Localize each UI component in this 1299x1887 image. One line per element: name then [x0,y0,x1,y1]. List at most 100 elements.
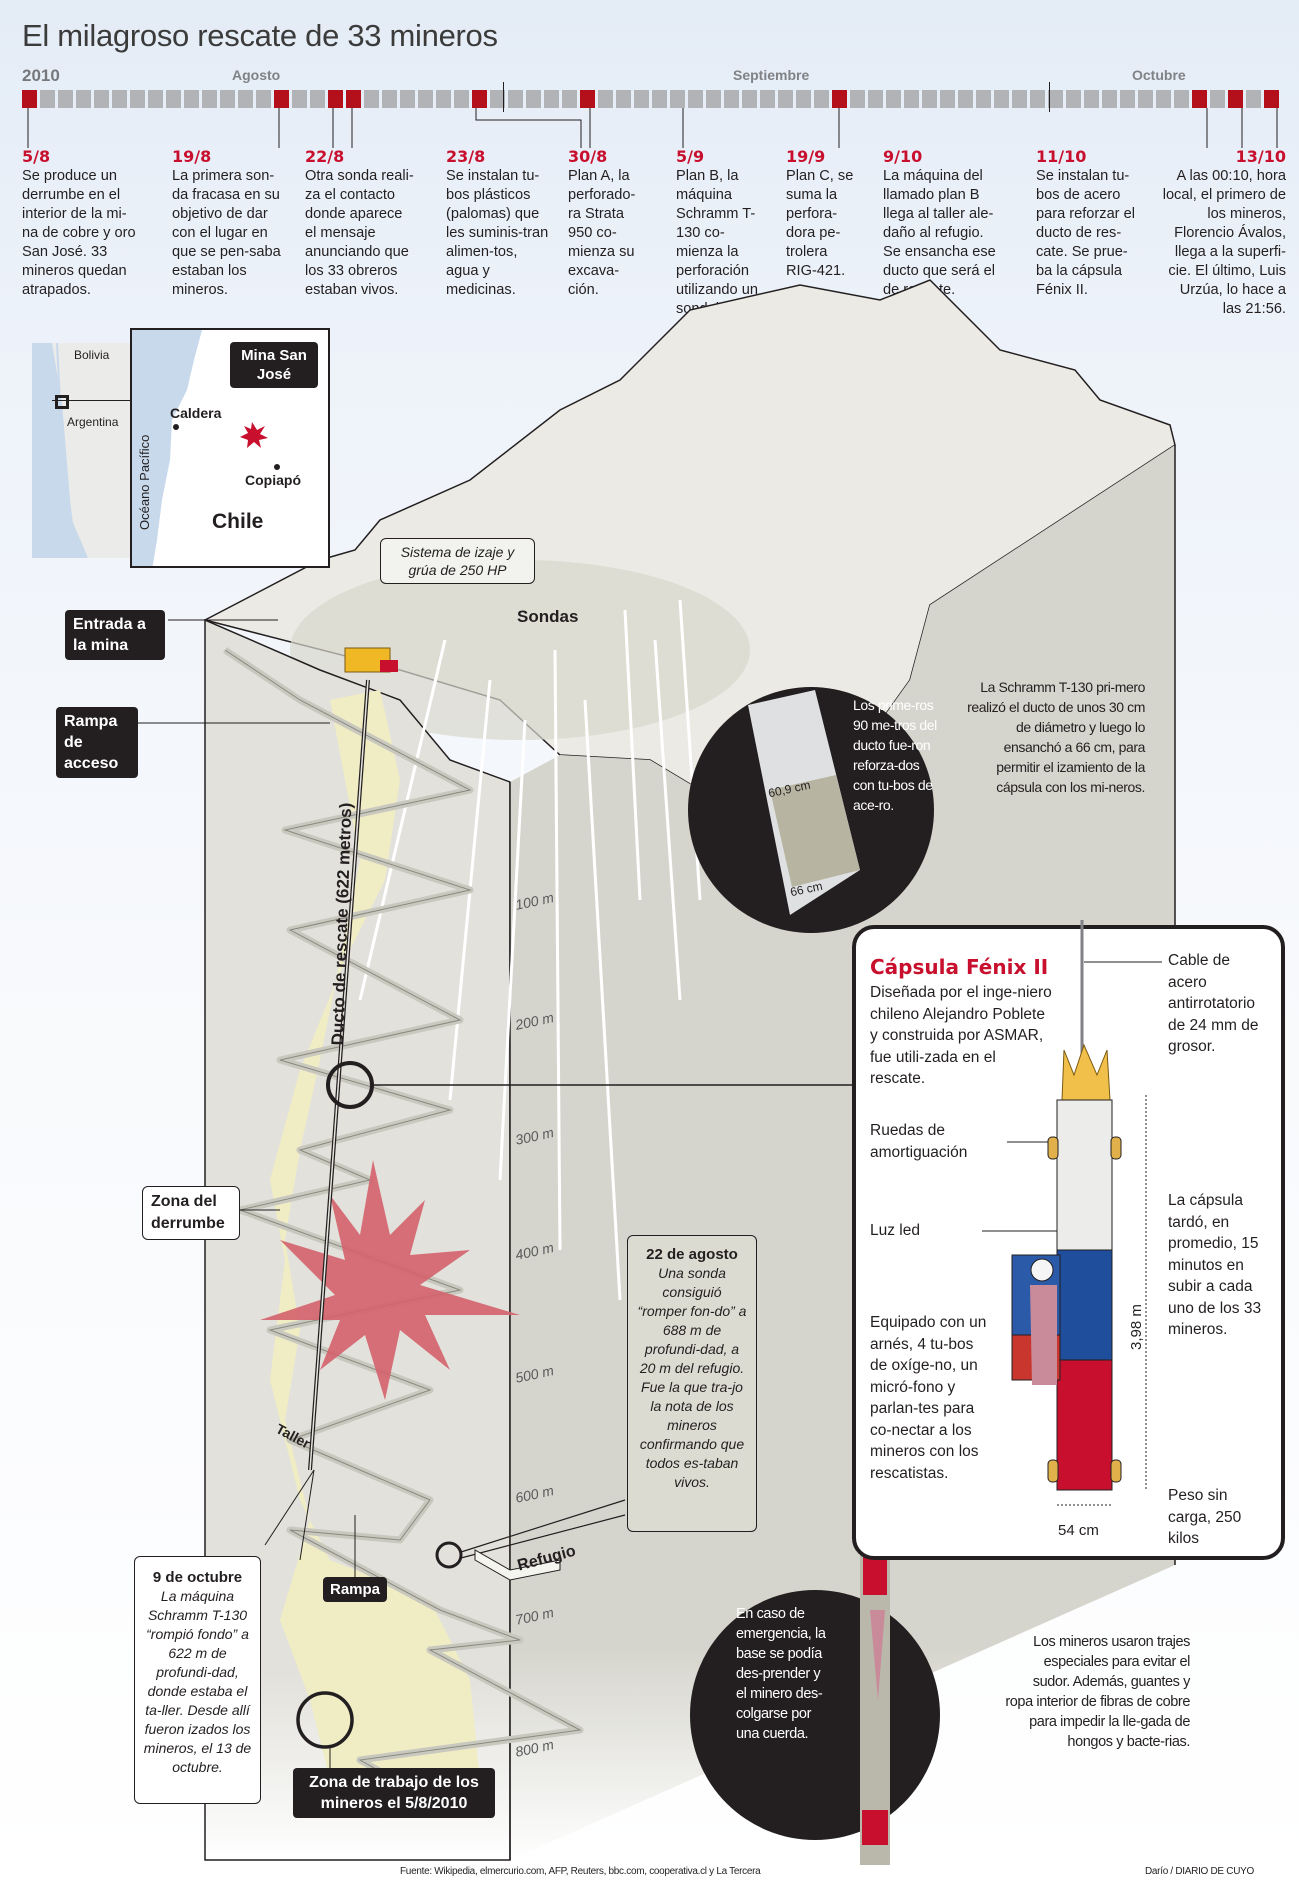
aug22-text: Una sonda consiguió “romper fon-do” a 68… [637,1265,747,1490]
timeline-day-event [1192,90,1207,108]
tube-reinforcement-text: Los prime-ros 90 me-tros del ducto fue-r… [853,697,937,813]
timeline-day [1246,90,1261,108]
event-date: 23/8 [446,147,486,166]
timeline-event: 23/8 Se instalan tu-bos plásticos (palom… [446,148,552,300]
timeline-day [778,90,793,108]
timeline-day [256,90,271,108]
event-date: 11/10 [1036,147,1087,166]
timeline-day [1084,90,1099,108]
capsule-drawing-overlay [982,925,1162,1506]
timeline-day [1156,90,1171,108]
timeline-event: 19/9 Plan C, se suma la perfora-dora pe-… [786,148,858,281]
timeline-day [1210,90,1225,108]
timeline-day-event [1264,90,1279,108]
refuge-block [474,1549,561,1581]
timeline-day-event [580,90,595,108]
timeline-event: 11/10 Se instalan tu-bos de acero para r… [1036,148,1142,300]
collapse-burst [260,1160,520,1400]
timeline-connectors [27,108,1278,148]
timeline-day [364,90,379,108]
timeline-day [76,90,91,108]
timeline-day [382,90,397,108]
timeline-day [796,90,811,108]
timeline-day [418,90,433,108]
timeline-day [310,90,325,108]
event-date: 19/9 [786,147,826,166]
timeline-day [544,90,559,108]
timeline-day [922,90,937,108]
event-text: Se instalan tu-bos de acero para reforza… [1036,168,1135,298]
aug22-box: 22 de agosto Una sonda consiguió “romper… [627,1235,757,1532]
month-label-septiembre: Septiembre [733,67,810,83]
timeline-day [130,90,145,108]
map-connector [52,400,132,401]
page-title: El milagroso rescate de 33 mineros [22,18,498,53]
capsule-height: 3,98 m [1128,1304,1145,1350]
timeline-day-event [832,90,847,108]
oct9-box: 9 de octubre La máquina Schramm T-130 “r… [134,1556,261,1804]
timeline-day [616,90,631,108]
event-text: A las 00:10, hora local, el primero de l… [1162,168,1286,317]
event-date: 9/10 [883,147,923,166]
timeline-day [1066,90,1081,108]
entrada-callout: Entrada a la mina [65,610,165,660]
event-date: 19/8 [172,147,212,166]
timeline-day [58,90,73,108]
chile-region-map: Océano Pacífico Caldera Copiapó Chile [130,328,330,568]
event-text: Plan A, la perforado-ra Strata 950 co-mi… [568,168,636,298]
map-label-bolivia: Bolivia [74,348,110,362]
timeline-day [652,90,667,108]
timeline-day [454,90,469,108]
timeline-day [886,90,901,108]
month-divider [503,82,504,112]
event-text: Se instalan tu-bos plásticos (palomas) q… [446,168,549,298]
timeline-day [850,90,865,108]
map-label-chile: Chile [212,510,264,533]
timeline-day [1048,90,1063,108]
izaje-callout: Sistema de izaje y grúa de 250 HP [380,538,535,584]
timeline-event: 22/8 Otra sonda reali-za el contacto don… [305,148,417,300]
timeline-day [706,90,721,108]
event-date: 13/10 [1235,147,1286,166]
event-text: Se produce un derrumbe en el interior de… [22,168,136,298]
rampa-acceso-callout: Rampa de acceso [56,707,138,778]
timeline-day [1012,90,1027,108]
timeline-day [94,90,109,108]
equipo-text: Equipado con un arnés, 4 tu-bos de oxíge… [870,1314,987,1482]
timeline-day-event [328,90,343,108]
event-text: Otra sonda reali-za el contacto donde ap… [305,168,414,298]
timeline-day [1120,90,1135,108]
timeline-day [724,90,739,108]
timeline-day [490,90,505,108]
rampa-callout: Rampa [323,1577,388,1602]
timeline-day [670,90,685,108]
zona-trabajo-callout: Zona de trabajo de los mineros el 5/8/20… [293,1768,495,1818]
map-label-ocean: Océano Pacífico [137,434,152,530]
timeline-day-event [22,90,37,108]
timeline-event: 5/8 Se produce un derrumbe en el interio… [22,148,140,300]
sondas-label: Sondas [517,607,579,626]
month-label-agosto: Agosto [232,67,281,83]
oct9-heading: 9 de octubre [152,1569,243,1586]
timeline-day-event [472,90,487,108]
timeline-day [292,90,307,108]
mine-label-callout: Mina San José [230,342,318,388]
timeline-day [112,90,127,108]
capsule-title: Cápsula Fénix II [870,955,1049,979]
timeline-day [436,90,451,108]
hoist-rig [344,647,398,673]
emergency-text: En caso de emergencia, la base se podía … [736,1606,826,1742]
timeline-bar [22,90,1282,108]
capsule-width: 54 cm [1058,1522,1099,1539]
map-label-caldera: Caldera [170,405,222,421]
timeline-day [976,90,991,108]
timeline-day [688,90,703,108]
zona-derrumbe-callout: Zona del derrumbe [142,1186,240,1240]
work-zone-circle [296,1691,354,1749]
timeline-day-event [1228,90,1243,108]
timeline-year: 2010 [22,66,60,85]
timeline-event: 19/8 La primera son-da fracasa en su obj… [172,148,282,300]
tiempo-text: La cápsula tardó, en promedio, 15 minuto… [1168,1192,1262,1338]
timeline-day [238,90,253,108]
timeline-day [760,90,775,108]
